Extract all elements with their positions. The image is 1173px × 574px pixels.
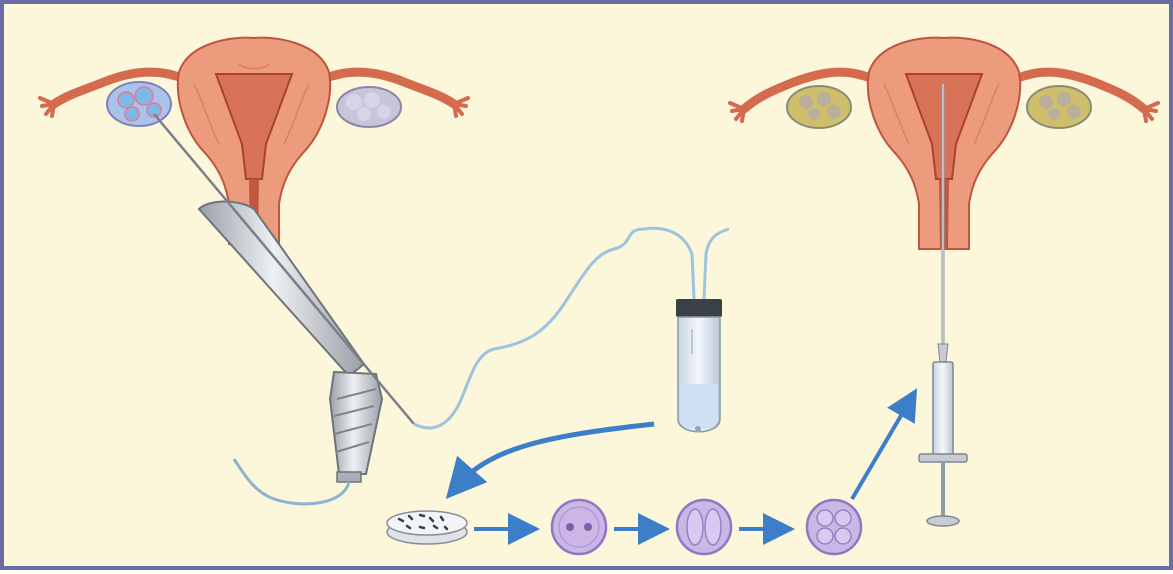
ovary-resting-left-uterus (337, 87, 401, 127)
arrow-four-cell-to-syringe (852, 402, 909, 499)
arrow-tube-to-dish (459, 424, 654, 484)
ovary-gold-right (1027, 86, 1091, 128)
ovary-stimulated-left (107, 82, 171, 126)
ovary-gold-left (787, 86, 851, 128)
ivf-diagram-canvas (4, 4, 1173, 574)
collection-tube (644, 228, 729, 432)
four-cell-embryo (807, 500, 861, 554)
two-cell-embryo (677, 500, 731, 554)
zygote-cell (552, 500, 606, 554)
fertilization-dish (387, 511, 467, 544)
